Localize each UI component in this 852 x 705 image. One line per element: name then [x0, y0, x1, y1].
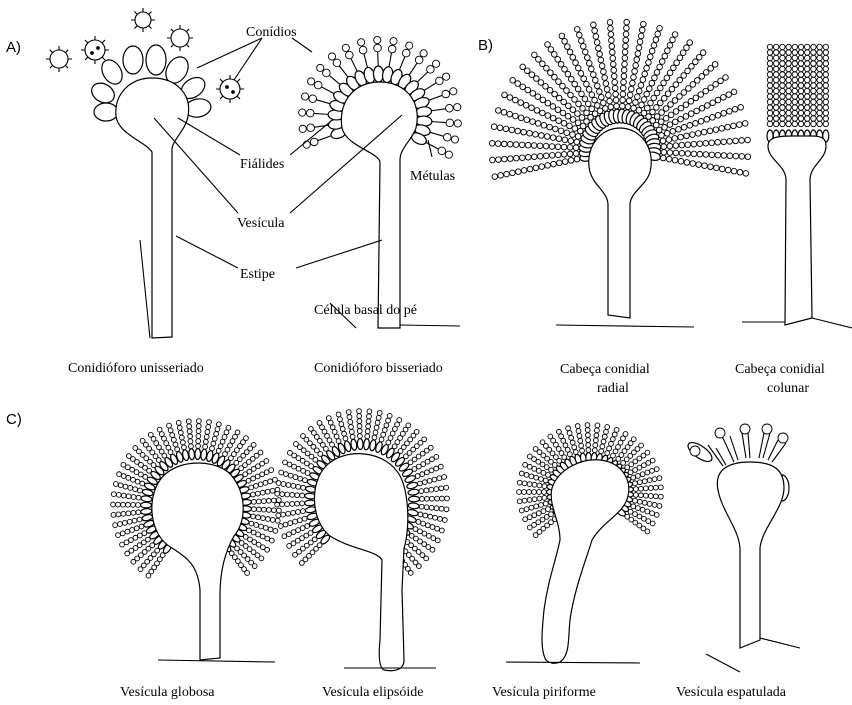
caption-colunar-1: Cabeça conidial [735, 362, 825, 377]
ellipsoid-vesicle [275, 409, 450, 671]
caption-biseriate: Conidióforo bisseriado [314, 361, 443, 376]
caption-piriforme: Vesícula piriforme [492, 685, 596, 700]
biseriate-vesicle-and-stipe [341, 82, 417, 328]
caption-radial-2: radial [597, 381, 629, 396]
caption-elipsoide: Vesícula elipsóide [322, 685, 423, 700]
columnar-conidial-head [742, 44, 852, 328]
panel-a: A) [6, 8, 461, 376]
label-vesicula: Vesícula [237, 216, 285, 231]
label-fialides: Fiálides [240, 157, 284, 172]
radial-conidial-head [489, 19, 750, 327]
uniseriate-vesicle-and-stipe [116, 78, 189, 338]
piriform-vesicle [506, 423, 663, 664]
panel-a-letter: A) [6, 39, 21, 56]
caption-globosa: Vesícula globosa [120, 685, 215, 700]
columnar-conidia-chains [767, 44, 829, 142]
label-celula-basal: Célula basal do pé [314, 303, 417, 318]
caption-colunar-2: colunar [767, 381, 809, 396]
globose-vesicle [111, 419, 282, 662]
panel-c: C) [6, 409, 800, 700]
caption-espatulada: Vesícula espatulada [676, 685, 787, 700]
caption-uniseriate: Conidióforo unisseriado [68, 361, 204, 376]
caption-radial-1: Cabeça conidial [560, 362, 650, 377]
panel-b-letter: B) [478, 37, 493, 54]
label-estipe: Estipe [240, 267, 275, 282]
label-conidios: Conídios [246, 25, 297, 40]
spatulate-vesicle [685, 424, 800, 672]
panel-c-letter: C) [6, 411, 22, 428]
panel-b: B) Cabeça conidial radial Cabeça conidia… [478, 19, 852, 396]
label-metulas: Métulas [410, 169, 455, 184]
